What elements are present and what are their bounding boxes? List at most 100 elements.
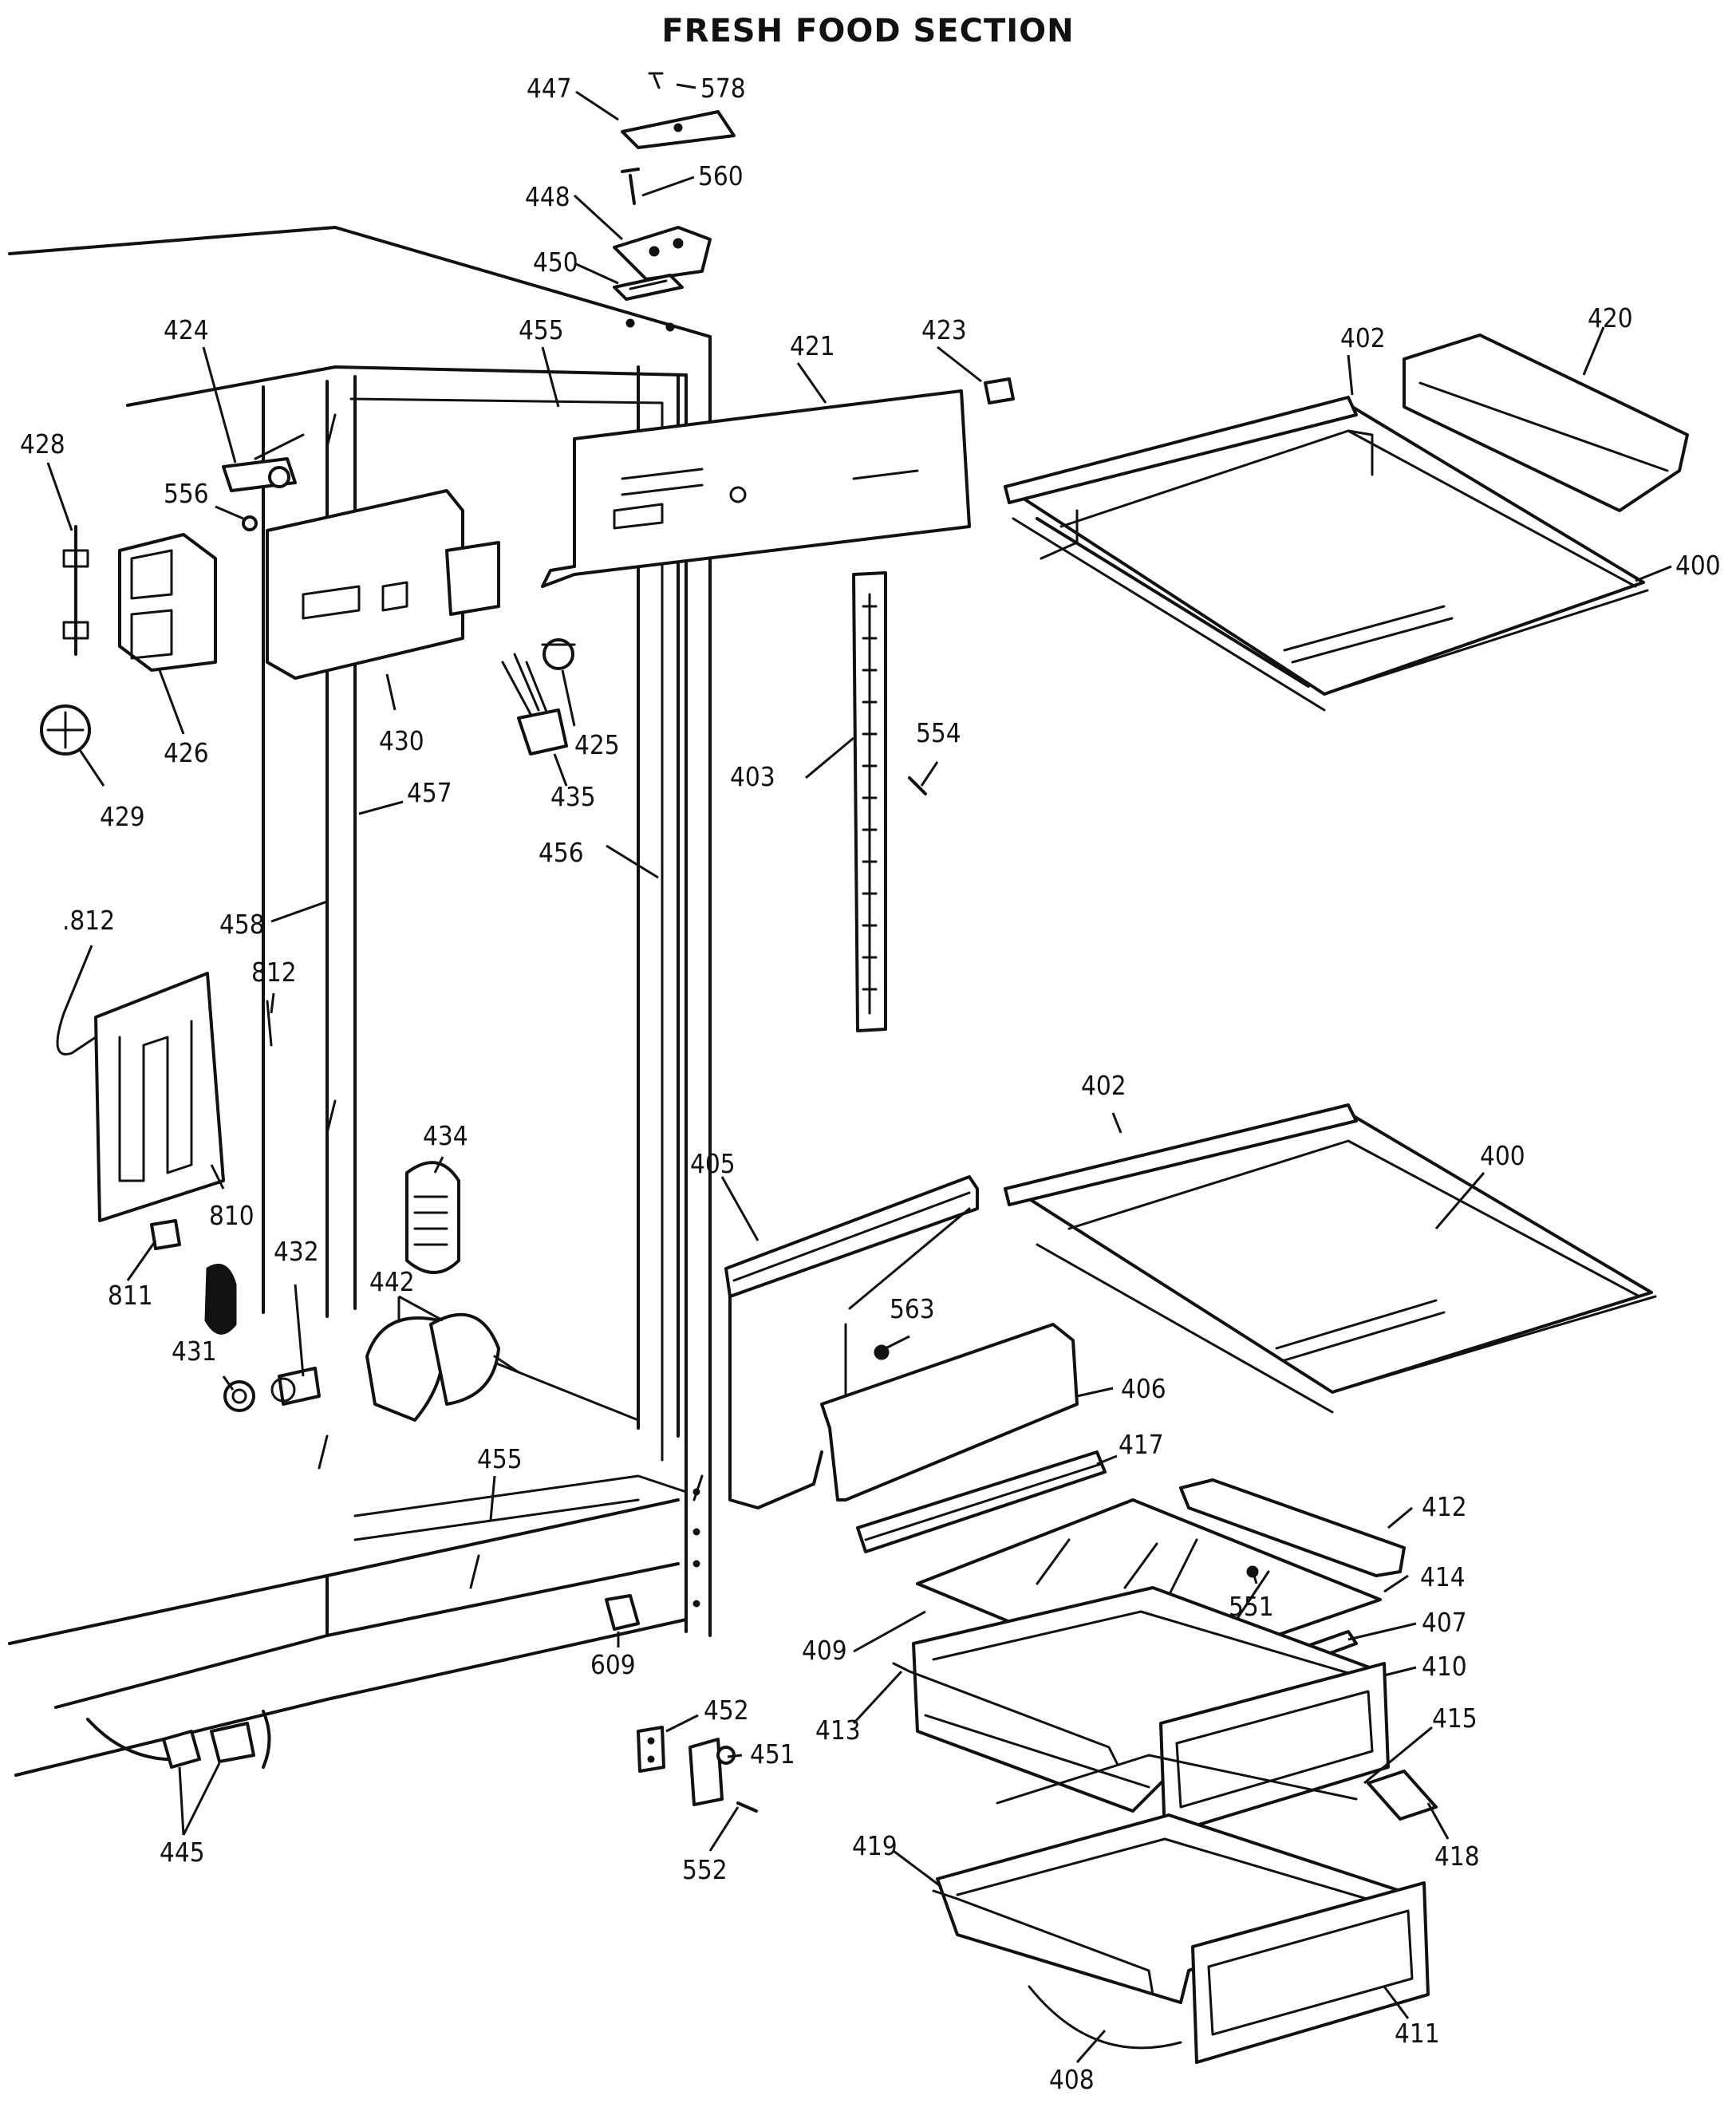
callout-415: 415 bbox=[1432, 1703, 1478, 1734]
drawer-front-411 bbox=[1191, 1881, 1430, 2064]
callout-578: 578 bbox=[700, 73, 746, 104]
callout-414: 414 bbox=[1420, 1561, 1466, 1592]
screw-563 bbox=[874, 1344, 890, 1360]
callout-432: 432 bbox=[274, 1236, 319, 1267]
callout-428: 428 bbox=[20, 428, 65, 460]
callout-403: 403 bbox=[730, 761, 775, 792]
sleeve-432 bbox=[270, 1367, 321, 1406]
bulb-425 bbox=[541, 638, 576, 670]
callout-409: 409 bbox=[802, 1635, 847, 1666]
callout-430: 430 bbox=[379, 725, 424, 756]
bracket-428 bbox=[62, 525, 89, 656]
connector-609 bbox=[605, 1594, 640, 1631]
callout-442: 442 bbox=[369, 1266, 415, 1297]
callout-457: 457 bbox=[407, 777, 452, 808]
callout-554: 554 bbox=[916, 717, 961, 748]
heater-810 bbox=[56, 972, 273, 1222]
callout-400-upper: 400 bbox=[1675, 550, 1721, 581]
callout-455-top: 455 bbox=[519, 314, 564, 345]
callout-421: 421 bbox=[790, 330, 835, 361]
crisper-divider-417 bbox=[856, 1450, 1107, 1553]
screw-556 bbox=[242, 515, 258, 531]
hinge-bracket-452 bbox=[637, 1726, 665, 1773]
glide-418 bbox=[1367, 1770, 1438, 1821]
thermostat-424 bbox=[222, 433, 305, 492]
clip-811 bbox=[150, 1219, 181, 1250]
callout-431: 431 bbox=[172, 1336, 217, 1367]
callout-560: 560 bbox=[698, 160, 744, 191]
callout-445: 445 bbox=[160, 1837, 205, 1868]
drawer-separator-415 bbox=[996, 1754, 1358, 1805]
callout-435: 435 bbox=[550, 781, 596, 812]
lamp-cover-423 bbox=[984, 377, 1015, 404]
callout-434: 434 bbox=[423, 1120, 468, 1151]
callout-456: 456 bbox=[539, 837, 584, 868]
callout-410: 410 bbox=[1422, 1651, 1467, 1682]
shelf-ladder-403 bbox=[852, 571, 887, 1032]
callout-452: 452 bbox=[704, 1695, 749, 1726]
slide-rail-412 bbox=[1179, 1478, 1406, 1577]
callout-447: 447 bbox=[527, 73, 572, 104]
callout-413: 413 bbox=[815, 1715, 861, 1746]
crisper-lid-406 bbox=[820, 1323, 1079, 1501]
control-housing-430 bbox=[266, 489, 500, 680]
drawer-bottom-408 bbox=[1028, 1985, 1182, 2050]
dial-429 bbox=[40, 704, 91, 756]
callout-406: 406 bbox=[1121, 1373, 1166, 1404]
callout-420: 420 bbox=[1588, 302, 1633, 333]
callout-412: 412 bbox=[1422, 1491, 1467, 1522]
screw-551 bbox=[1246, 1565, 1259, 1578]
callout-551: 551 bbox=[1229, 1591, 1274, 1622]
hinge-451 bbox=[688, 1738, 736, 1806]
callout-418: 418 bbox=[1434, 1841, 1480, 1872]
lower-shelf-400 bbox=[1012, 1111, 1657, 1414]
callout-402-lower: 402 bbox=[1081, 1070, 1126, 1101]
callout-426: 426 bbox=[164, 737, 209, 768]
plug-431-dark bbox=[204, 1264, 237, 1335]
screw-554 bbox=[908, 776, 927, 795]
shelf-trim-402-lower bbox=[1004, 1103, 1358, 1206]
callout-400-lower: 400 bbox=[1480, 1140, 1525, 1171]
callout-419: 419 bbox=[852, 1830, 898, 1861]
callout-411: 411 bbox=[1395, 2018, 1440, 2049]
dairy-bin-420 bbox=[1403, 333, 1689, 512]
callout-810: 810 bbox=[209, 1200, 254, 1231]
callout-448: 448 bbox=[525, 181, 570, 212]
lamp-socket-435 bbox=[501, 653, 568, 756]
callout-563: 563 bbox=[890, 1293, 935, 1324]
callout-812-left: .812 bbox=[62, 905, 115, 936]
callout-811: 811 bbox=[108, 1280, 153, 1311]
callout-450: 450 bbox=[533, 247, 578, 278]
callout-424: 424 bbox=[164, 314, 209, 345]
callout-425: 425 bbox=[574, 729, 620, 760]
damper-442 bbox=[365, 1312, 520, 1422]
callout-405: 405 bbox=[690, 1148, 736, 1179]
leader-lines bbox=[46, 83, 1672, 2063]
hinge-cover-447 bbox=[621, 110, 736, 149]
callout-458: 458 bbox=[219, 909, 265, 940]
shim-450 bbox=[613, 274, 684, 301]
callout-423: 423 bbox=[921, 314, 967, 345]
hinge-448 bbox=[613, 226, 712, 281]
callout-552: 552 bbox=[682, 1854, 728, 1885]
screw-552 bbox=[736, 1801, 758, 1813]
shelf-trim-402-upper bbox=[1004, 396, 1358, 504]
callout-609: 609 bbox=[590, 1649, 636, 1680]
screw-560 bbox=[621, 168, 640, 205]
lower-drawer-419 bbox=[932, 1813, 1402, 2004]
callout-402-upper: 402 bbox=[1340, 322, 1386, 353]
callout-407: 407 bbox=[1422, 1607, 1467, 1638]
callout-451: 451 bbox=[750, 1738, 795, 1770]
callout-408: 408 bbox=[1049, 2064, 1095, 2095]
control-panel-421 bbox=[541, 389, 971, 588]
callout-429: 429 bbox=[100, 801, 145, 832]
power-cord-445 bbox=[86, 1710, 271, 1769]
callout-417: 417 bbox=[1119, 1429, 1164, 1460]
callout-556: 556 bbox=[164, 478, 209, 509]
housing-426 bbox=[118, 533, 217, 672]
grommet-434 bbox=[405, 1161, 460, 1274]
callout-812-right: 812 bbox=[251, 957, 297, 988]
callout-455-bottom: 455 bbox=[477, 1443, 523, 1474]
screw-578 bbox=[648, 72, 664, 89]
